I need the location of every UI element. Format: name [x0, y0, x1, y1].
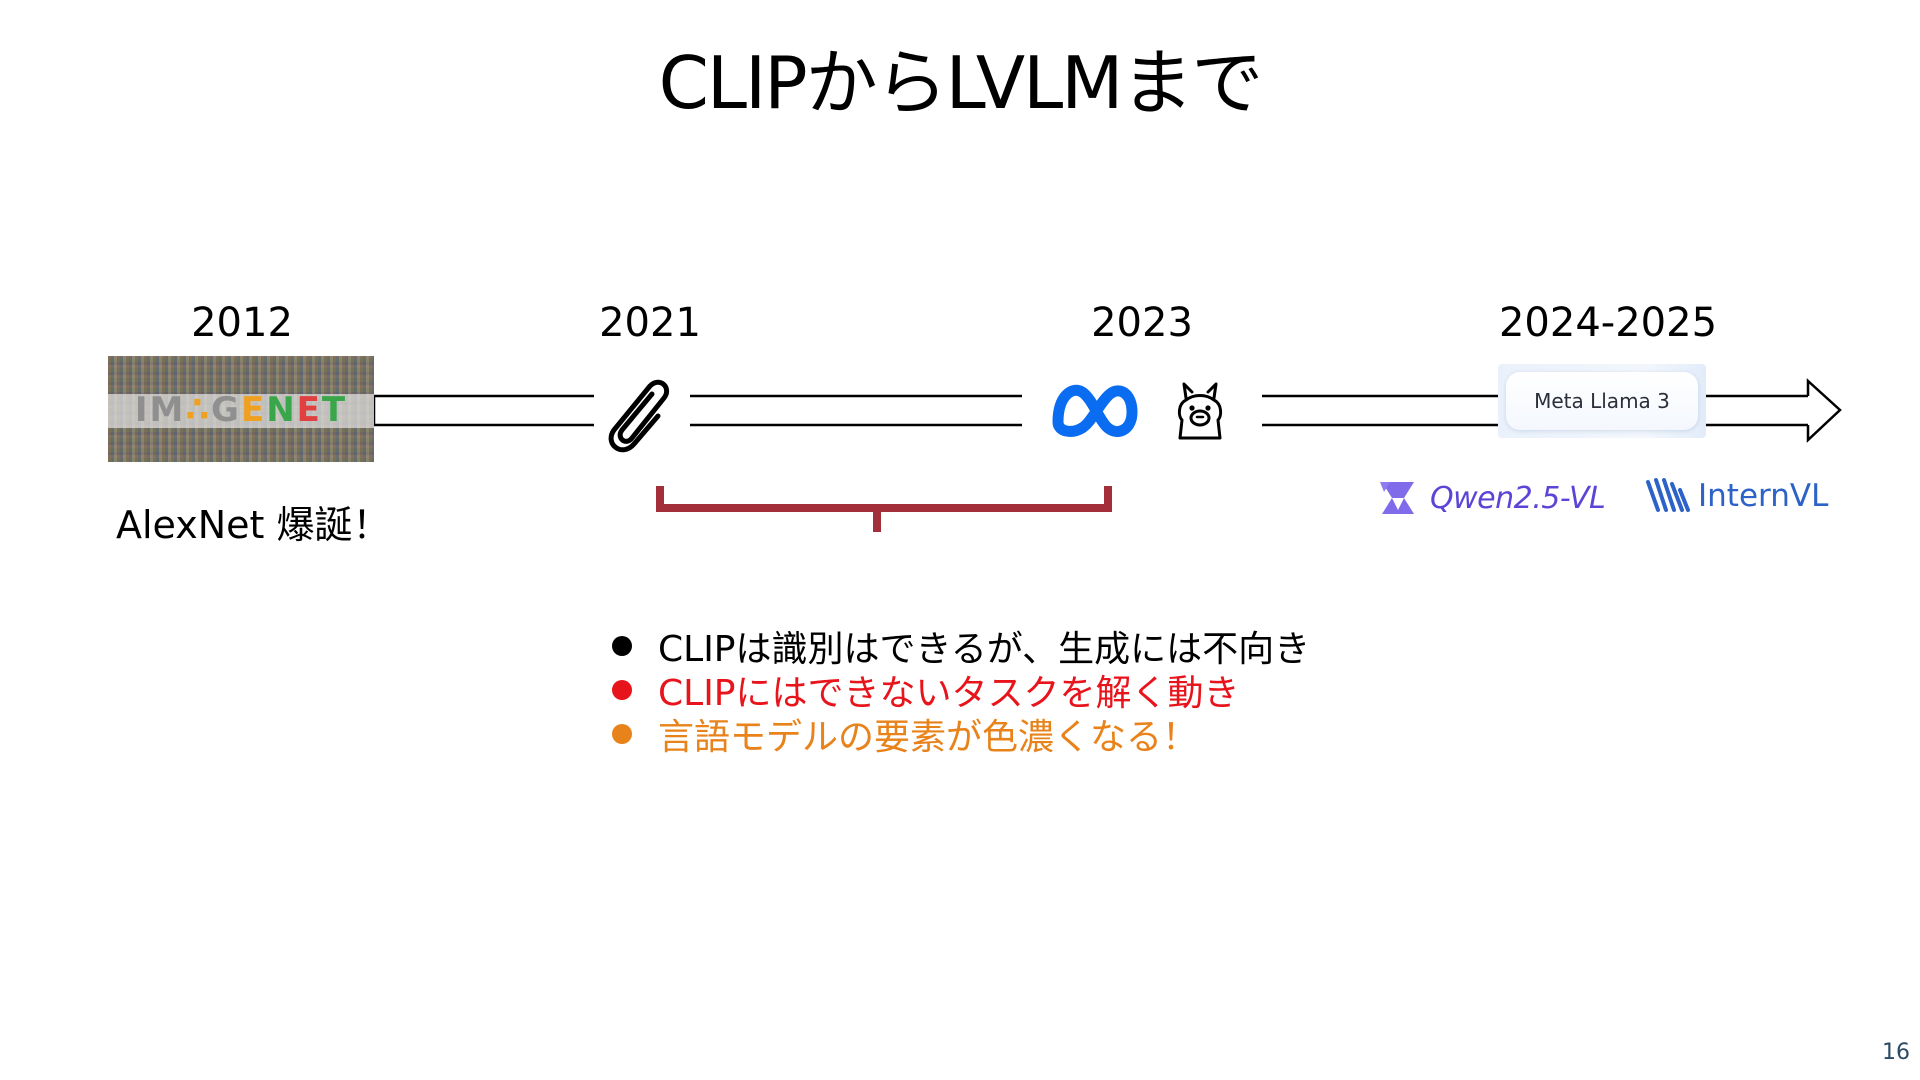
qwen-brand: Qwen2.5-VL [1374, 474, 1606, 522]
qwen-label: Qwen2.5-VL [1430, 480, 1606, 516]
internvl-brand: InternVL [1644, 476, 1828, 516]
internvl-logo-icon [1646, 478, 1690, 512]
bracket [656, 486, 1112, 532]
bullet-list: CLIPは識別はできるが、生成には不向き CLIPにはできないタスクを解く動き … [608, 624, 1310, 758]
alexnet-caption: AlexNet 爆誕！ [116, 503, 391, 547]
year-2012: 2012 [191, 300, 293, 346]
page-number: 16 [1882, 1040, 1910, 1065]
llama3-badge-label: Meta Llama 3 [1506, 372, 1698, 430]
bullet-item: CLIPにはできないタスクを解く動き [608, 668, 1310, 714]
bullet-text: 言語モデルの要素が色濃くなる！ [658, 717, 1199, 758]
bullet-item: CLIPは識別はできるが、生成には不向き [608, 624, 1310, 670]
year-2023: 2023 [1091, 300, 1193, 346]
year-2021: 2021 [599, 300, 701, 346]
meta-logo-icon [1052, 385, 1138, 437]
bullet-dot [612, 636, 632, 656]
bullet-text: CLIPにはできないタスクを解く動き [658, 673, 1240, 714]
slide-title: CLIPからLVLMまで [658, 41, 1264, 125]
bullet-item: 言語モデルの要素が色濃くなる！ [608, 712, 1310, 758]
imagenet-logo-text: IM∴GENET [134, 390, 348, 430]
llama3-badge: Meta Llama 3 [1498, 364, 1706, 438]
year-2024-2025: 2024-2025 [1498, 300, 1718, 346]
llama-icon [1177, 382, 1223, 440]
internvl-label: InternVL [1698, 478, 1829, 514]
paperclip-icon [608, 379, 670, 453]
imagenet-logo: IM∴GENET [108, 356, 374, 462]
bullet-dot [612, 680, 632, 700]
bullet-text: CLIPは識別はできるが、生成には不向き [658, 629, 1311, 670]
bullet-dot [612, 724, 632, 744]
qwen-logo-icon [1380, 482, 1414, 514]
